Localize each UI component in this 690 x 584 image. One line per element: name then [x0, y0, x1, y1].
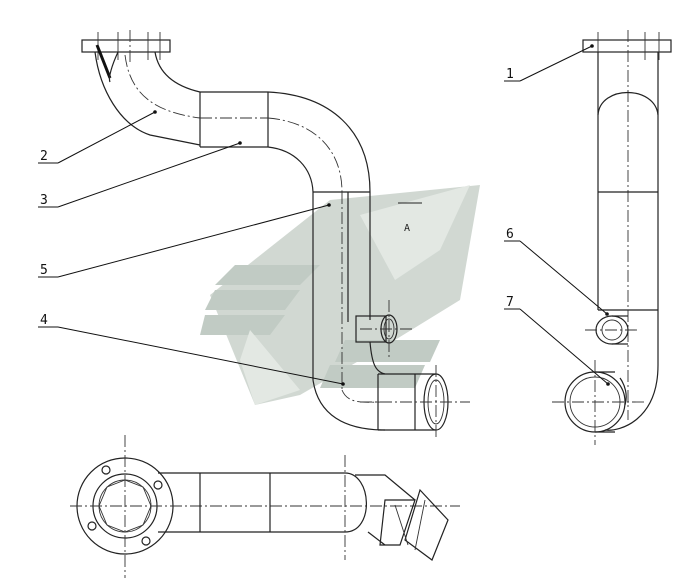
callout-5: 5 — [38, 203, 331, 278]
callout-1: 1 — [504, 44, 594, 82]
callout-label: 1 — [506, 67, 514, 82]
callout-label: 3 — [40, 193, 48, 208]
flange-front — [81, 39, 171, 53]
top-view — [70, 435, 460, 578]
callout-2: 2 — [38, 110, 157, 164]
callout-label: 4 — [40, 313, 48, 328]
callout-6: 6 — [504, 227, 609, 316]
callout-7: 7 — [504, 295, 610, 386]
callout-3: 3 — [38, 141, 242, 208]
callout-label: 7 — [506, 295, 514, 310]
callout-label: 5 — [40, 263, 48, 278]
flange-side — [582, 39, 672, 53]
front-view — [81, 30, 470, 440]
callout-4: 4 — [38, 313, 345, 386]
side-view — [552, 30, 672, 445]
view-indicator: A — [398, 202, 422, 234]
watermark-logo — [200, 185, 480, 405]
callout-label: 2 — [40, 149, 48, 164]
callout-label: 6 — [506, 227, 514, 242]
view-label: A — [404, 223, 410, 234]
